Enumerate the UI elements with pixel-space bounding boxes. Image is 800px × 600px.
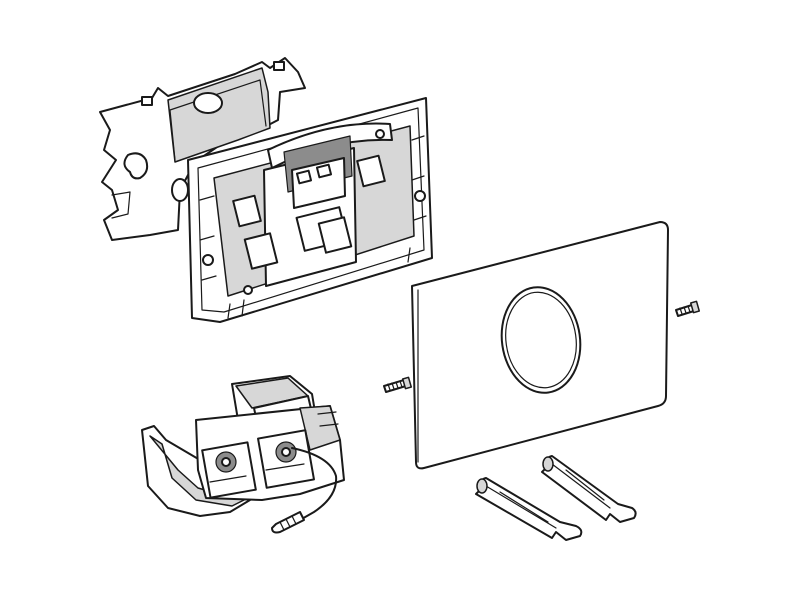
actuator-frame [187, 97, 433, 323]
actuation-rod-right [541, 455, 637, 523]
actuation-rod-left [475, 477, 583, 541]
control-module [141, 375, 345, 534]
mounting-bracket [99, 57, 306, 241]
left-screw [383, 376, 413, 393]
cover-plate [411, 221, 669, 470]
right-screw [675, 300, 701, 317]
